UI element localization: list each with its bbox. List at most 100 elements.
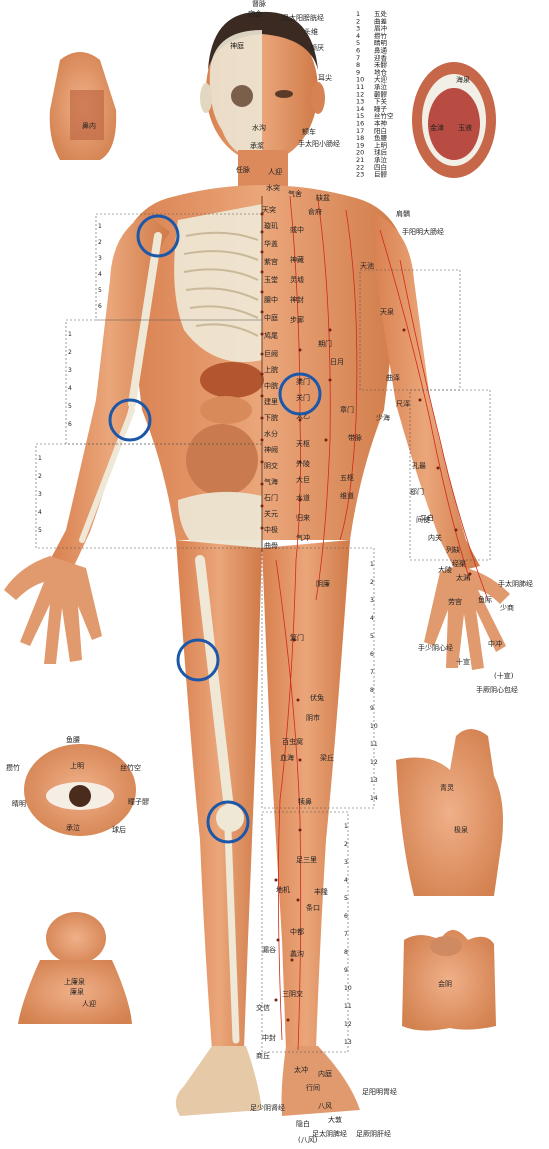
label-daimai: 带脉 <box>348 433 362 442</box>
legend-point-name: 鱼腰 <box>374 133 388 142</box>
label-axilla-jiquan: 极泉 <box>454 825 468 834</box>
torso-labels: 任脉 人迎 天突 水突 缺盆 气舍 肩髃 手阳明大肠经 璇玑 华盖 紫宫 玉堂 … <box>236 165 533 694</box>
label-shenque: 神阙 <box>264 445 278 454</box>
legend-point-name: 上明 <box>374 140 388 149</box>
label-eye-tongzi: 瞳子髎 <box>128 797 149 806</box>
label-neck-lianquan: 廉泉 <box>70 987 84 996</box>
highlight-circle-abdomen[interactable] <box>278 372 322 416</box>
label-kongzui: 孔最 <box>412 462 426 470</box>
svg-text:13: 13 <box>344 1039 352 1046</box>
label-yutang: 玉堂 <box>264 275 278 284</box>
label-jianshi: 间使 <box>416 515 430 524</box>
svg-text:7: 7 <box>370 669 374 676</box>
legend-number: 9 <box>356 68 360 76</box>
label-eye-chengqi: 承泣 <box>66 823 80 832</box>
label-lingxu: 灵墟 <box>290 275 304 284</box>
label-jimen: 箕门 <box>290 633 304 642</box>
legend-point-name: 鼻通 <box>374 46 388 55</box>
ear-right <box>311 82 325 114</box>
label-zhongwan: 中脘 <box>264 381 278 390</box>
legend-point-name: 四白 <box>374 162 387 171</box>
label-dumai: 督脉 <box>252 0 266 8</box>
legend-number: 17 <box>356 127 364 135</box>
label-heart-meridian: 手少阴心经 <box>418 643 453 652</box>
inset-mouth: 海泉 金津 玉液 <box>412 62 496 178</box>
label-dubi: 犊鼻 <box>298 797 312 806</box>
label-shaohai: 少海 <box>376 413 390 422</box>
legend-number: 11 <box>356 83 364 91</box>
svg-text:3: 3 <box>38 491 42 498</box>
svg-text:6: 6 <box>98 303 102 310</box>
legend-number: 22 <box>356 163 364 171</box>
legend-point-name: 阳白 <box>374 126 387 135</box>
label-qishe: 气舍 <box>288 189 302 198</box>
legend-point-name: 丝竹空 <box>374 111 394 120</box>
label-eye-shangming: 上明 <box>70 761 84 770</box>
label-eye-yuyao: 鱼腰 <box>66 735 80 744</box>
svg-text:11: 11 <box>344 1003 352 1010</box>
svg-text:4: 4 <box>98 271 102 278</box>
legend-point-name: 瞳子 <box>374 104 388 113</box>
femur-bone <box>195 555 233 805</box>
svg-text:7: 7 <box>344 931 348 938</box>
legend-point-name: 曲差 <box>374 16 388 25</box>
legend-number: 5 <box>356 39 360 47</box>
label-weidao: 维道 <box>340 491 354 500</box>
label-guanyuan: 关元 <box>264 509 278 518</box>
svg-text:4: 4 <box>370 615 374 622</box>
highlight-circle-shoulder[interactable] <box>136 214 180 258</box>
label-qimen: 期门 <box>318 339 332 348</box>
label-stomach-meridian-foot: 足阳明胃经 <box>362 1087 397 1096</box>
svg-text:1: 1 <box>38 455 42 462</box>
highlight-circle-elbow[interactable] <box>108 398 152 442</box>
label-zhongchong: 中冲 <box>488 639 502 648</box>
hand-right <box>424 566 510 670</box>
legend-number: 12 <box>356 90 364 98</box>
label-liangqiu: 梁丘 <box>320 753 334 762</box>
legend-number: 14 <box>356 105 364 113</box>
label-lieque: 列缺 <box>446 545 460 554</box>
label-wailing: 外陵 <box>296 459 310 468</box>
svg-text:6: 6 <box>370 651 374 658</box>
label-zusanli: 足三里 <box>296 856 317 864</box>
svg-text:4: 4 <box>38 509 42 516</box>
svg-text:2: 2 <box>98 239 102 246</box>
label-inset-mouth-yuye: 玉液 <box>458 123 472 132</box>
svg-text:10: 10 <box>344 985 352 992</box>
label-laogong: 劳宫 <box>448 597 462 606</box>
svg-text:10: 10 <box>370 723 378 730</box>
svg-text:12: 12 <box>344 1021 352 1028</box>
label-ligou: 蠡沟 <box>290 949 304 958</box>
label-yinbai: 隐白 <box>296 1119 310 1128</box>
legend-point-name: 球后 <box>374 148 388 157</box>
label-yinlian: 阴廉 <box>316 579 330 588</box>
label-ezhong: 额厌 <box>310 43 324 52</box>
label-taiyuan: 太渊 <box>456 573 470 582</box>
legend-number: 19 <box>356 141 364 149</box>
label-xiawan: 下脘 <box>264 413 278 422</box>
svg-text:5: 5 <box>98 287 102 294</box>
label-pericardium-meridian: 手厥阴心包经 <box>476 685 518 694</box>
label-shangqiu: 商丘 <box>256 1051 270 1060</box>
foot-right <box>281 1046 360 1116</box>
svg-text:1: 1 <box>68 331 72 338</box>
legend-point-name: 巨髎 <box>374 171 388 179</box>
legend-point-name: 攒竹 <box>374 31 388 40</box>
svg-text:3: 3 <box>68 367 72 374</box>
label-tiantu: 天突 <box>262 205 276 214</box>
label-qihai: 气海 <box>264 477 278 486</box>
label-daling: 大陵 <box>438 565 452 574</box>
label-riyue: 日月 <box>330 358 344 366</box>
head-labels: 督脉 囟会 足太阳膀胱经 头维 额厌 神庭 耳尖 水沟 颊车 手太阳小肠经 承浆 <box>230 0 340 150</box>
legend-point-name: 五处 <box>374 9 388 18</box>
highlight-circle-knee[interactable] <box>206 800 250 844</box>
label-shuigou: 水沟 <box>252 123 266 132</box>
label-guilai: 归来 <box>296 513 310 522</box>
svg-text:14: 14 <box>370 795 378 802</box>
highlight-circle-thigh[interactable] <box>176 638 220 682</box>
label-tianchi: 天池 <box>360 261 374 270</box>
leg-labels: 箕门 伏兔 阴市 梁丘 血海 百虫窝 阴廉 犊鼻 足三里 条口 丰隆 地机 漏谷… <box>250 579 397 1144</box>
label-eye-zanzhu: 攒竹 <box>6 763 20 772</box>
label-shenting: 神庭 <box>230 41 244 50</box>
svg-text:5: 5 <box>370 633 374 640</box>
